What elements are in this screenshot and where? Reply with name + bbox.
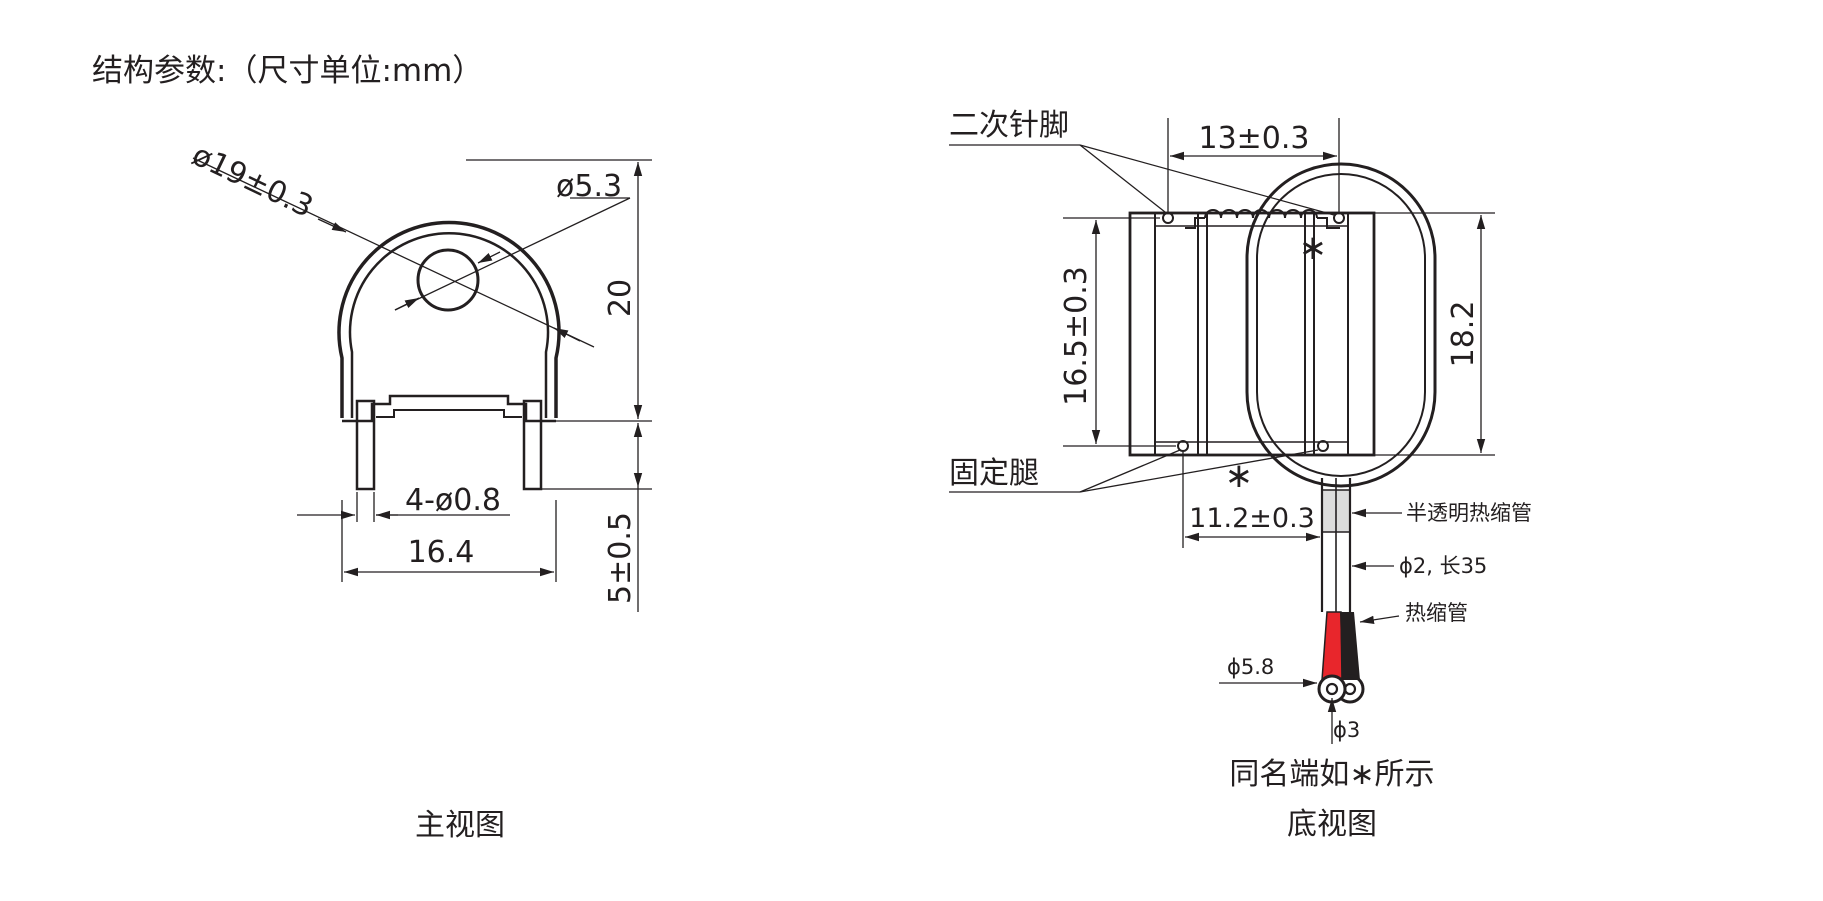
dim-leg-spacing: 11.2±0.3 — [1189, 503, 1315, 534]
front-left-pin — [355, 399, 376, 491]
secondary-pin-right — [1333, 212, 1345, 224]
fixed-leg-right — [1317, 440, 1329, 452]
label-secondary-pins: 二次针脚 — [949, 108, 1069, 143]
label-heat-shrink: 热缩管 — [1405, 601, 1468, 625]
dim-loop-height: 18.2 — [1446, 301, 1481, 368]
front-right-pin — [522, 399, 543, 491]
page-heading: 结构参数:（尺寸单位:mm） — [92, 53, 483, 89]
dim-height: 20 — [603, 279, 638, 317]
front-center-hole — [416, 248, 480, 312]
dim-pin-spacing: 13±0.3 — [1198, 121, 1309, 156]
dim-terminal-outer: ϕ5.8 — [1227, 655, 1274, 679]
secondary-pin-left — [1162, 212, 1174, 224]
black-heat-shrink — [1340, 612, 1360, 680]
fixed-leg-left — [1177, 440, 1189, 452]
front-inner-body — [348, 232, 550, 418]
bottom-oval-inner — [1256, 173, 1426, 477]
front-bottom-bracket — [342, 394, 556, 423]
polarity-note: 同名端如∗所示 — [1229, 757, 1434, 792]
label-sleeve: 半透明热缩管 — [1406, 501, 1532, 525]
polarity-star-pin: ∗ — [1299, 228, 1328, 268]
dim-pin-diameter: 4-ø0.8 — [405, 483, 501, 518]
dim-terminal-hole: ϕ3 — [1333, 718, 1360, 742]
front-outer-body — [337, 220, 561, 418]
dim-body-height: 16.5±0.3 — [1059, 266, 1094, 406]
dim-inner-diameter: ø5.3 — [556, 169, 622, 204]
front-view: ø19±0.3 ø5.3 20 5±0.5 4-ø0.8 16.4 主视图 — [187, 138, 652, 843]
bottom-view: ∗ ∗ 二次针脚 固定腿 13±0.3 16.5±0.3 18.2 11.2±0… — [949, 108, 1532, 842]
front-view-caption: 主视图 — [415, 808, 505, 843]
label-fixed-legs: 固定腿 — [949, 456, 1039, 491]
dim-width: 16.4 — [408, 535, 475, 570]
label-wire: ϕ2, 长35 — [1399, 554, 1487, 578]
bottom-oval-outer — [1245, 162, 1437, 488]
red-heat-shrink — [1321, 611, 1343, 681]
bottom-view-caption: 底视图 — [1287, 807, 1377, 842]
dim-pin-length: 5±0.5 — [603, 512, 638, 604]
dim-outer-diameter: ø19±0.3 — [187, 138, 319, 225]
